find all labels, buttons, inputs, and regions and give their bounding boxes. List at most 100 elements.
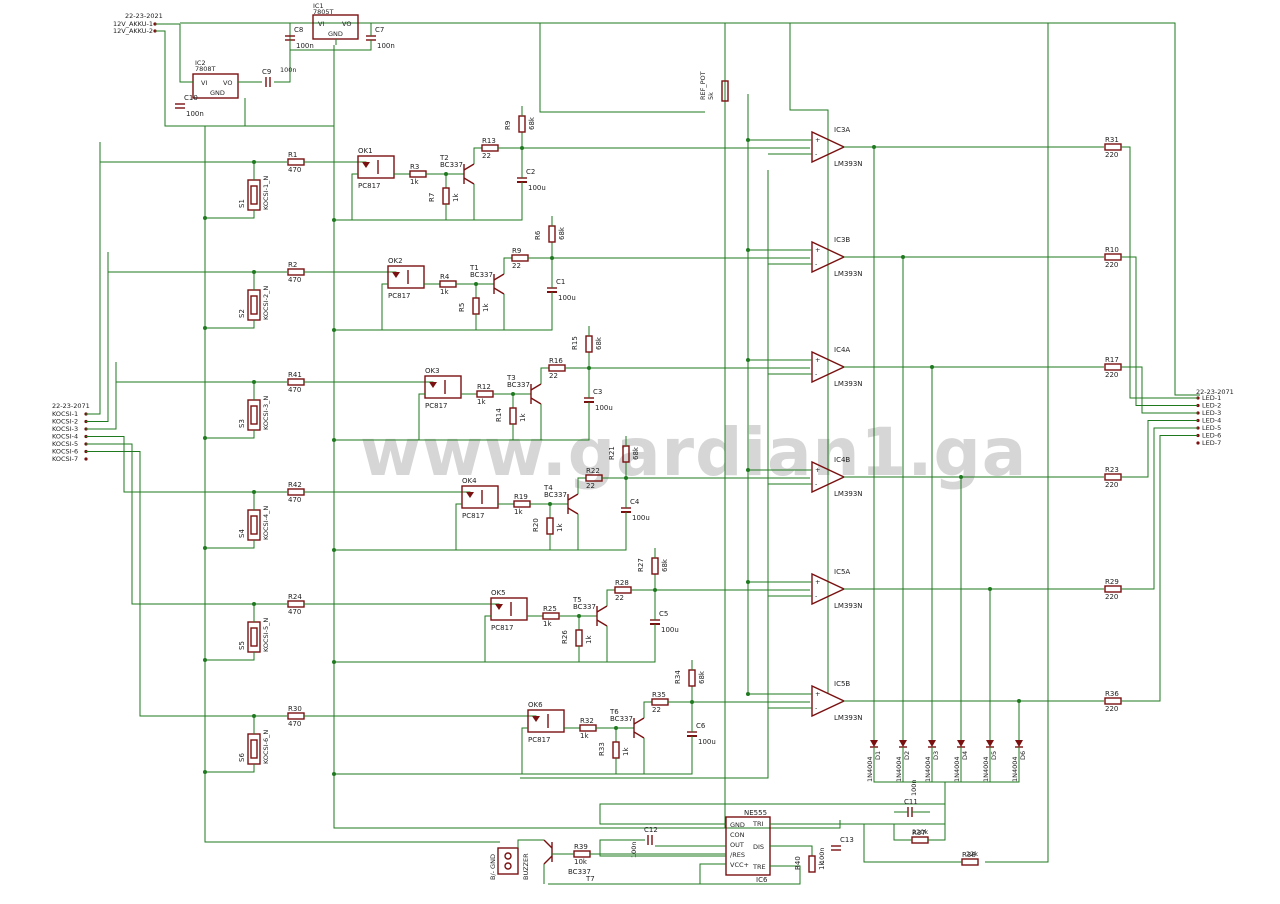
resistor-value: 22	[586, 482, 595, 490]
capacitor-ref: C6	[696, 722, 706, 730]
transistor-collector	[493, 273, 505, 281]
opto-return	[334, 283, 388, 331]
resistor-value: 470	[288, 608, 301, 616]
switch-body	[247, 509, 261, 541]
timer-pin-dis: DIS	[753, 843, 764, 851]
output-resistor	[1104, 363, 1122, 371]
output-connector-pin-label: LED-2	[1202, 402, 1221, 410]
r37-value: 220k	[912, 828, 928, 836]
wire	[928, 824, 946, 841]
diode-ref: D3	[932, 751, 940, 760]
input-connector-pin-label: KOCSI-1	[52, 410, 78, 418]
resistor-value: 470	[288, 720, 301, 728]
output-wire	[1121, 435, 1198, 702]
resistor-ref: R22	[586, 467, 600, 475]
r39-resistor	[573, 850, 591, 858]
optocoupler-ref: OK2	[388, 257, 403, 265]
comparator-plus: +	[815, 136, 820, 144]
diode-ref: D1	[874, 751, 882, 760]
resistor-value: 68k	[661, 558, 669, 572]
input-connector-ref: 22-23-2071	[52, 402, 90, 410]
resistor-ref: R35	[652, 691, 666, 699]
comparator-part: LM393N	[834, 490, 863, 498]
resistor-ref: R24	[288, 593, 302, 601]
c13-value: 100n	[818, 847, 826, 864]
resistor-value: 1k	[556, 523, 564, 532]
wire	[334, 624, 656, 663]
optocoupler-body	[424, 375, 462, 399]
comparator-part: LM393N	[834, 714, 863, 722]
opto-return	[334, 503, 462, 551]
resistor-value: 1k	[477, 398, 486, 406]
input-connector-pin-label: KOCSI-7	[52, 455, 78, 463]
optocoupler-led	[532, 716, 540, 722]
pullup-resistor	[518, 115, 526, 133]
resistor-value: 470	[288, 276, 301, 284]
resistor-value: 220	[1105, 371, 1118, 379]
resistor-ref: R23	[1105, 466, 1119, 474]
top-rail	[180, 22, 1200, 396]
power-connector-pin-2: 12V_AKKU-2	[113, 27, 153, 35]
comparator-minus: -	[815, 150, 818, 158]
wire	[606, 589, 615, 606]
wire	[540, 367, 549, 384]
input-resistor	[287, 158, 305, 166]
collector-resistor	[548, 364, 566, 372]
timer-pin-label: GND	[730, 821, 745, 829]
optocoupler-part: PC817	[388, 292, 410, 300]
input-wire	[86, 443, 133, 584]
comparator-minus: -	[815, 704, 818, 712]
comparator-part: LM393N	[834, 380, 863, 388]
resistor-ref: R32	[580, 717, 594, 725]
resistor-ref: R5	[458, 303, 466, 312]
output-connector-pin-label: LED-4	[1202, 417, 1221, 425]
base-emitter-resistor	[546, 517, 554, 535]
switch-ref: S3	[238, 419, 246, 428]
input-wire	[107, 252, 287, 273]
base-resistor	[409, 170, 427, 178]
resistor-value: 220	[1105, 705, 1118, 713]
junction-dot	[746, 468, 750, 472]
comparator-minus: -	[815, 260, 818, 268]
t7-collector	[543, 839, 553, 849]
timer-vcc	[985, 23, 1049, 863]
resistor-value: 22	[549, 372, 558, 380]
transistor-collector	[633, 717, 645, 725]
buzzer-pin	[504, 852, 512, 860]
comparator-ref: IC5B	[834, 680, 850, 688]
transistor-emitter	[463, 177, 475, 185]
input-wire	[139, 696, 287, 717]
transistor-collector	[596, 605, 608, 613]
collector-resistor	[481, 144, 499, 152]
c11-value: 100n	[910, 779, 918, 796]
comparator-vcc	[789, 23, 829, 694]
output-resistor	[1104, 473, 1122, 481]
transistor-ref: T6	[609, 708, 619, 716]
ref-pot-value: 5k	[707, 92, 715, 100]
resistor-value: 68k	[698, 670, 706, 684]
t7-emitter	[543, 855, 553, 865]
r38-resistor	[961, 858, 979, 866]
wire	[334, 402, 590, 441]
capacitor-ref: C2	[526, 168, 535, 176]
t7-ref: T7	[585, 875, 595, 883]
resistor-ref: R42	[288, 481, 302, 489]
output-wire	[1121, 146, 1198, 399]
switch-body	[247, 289, 261, 321]
optocoupler-body	[387, 265, 425, 289]
wire	[205, 320, 255, 329]
resistor-value: 22	[615, 594, 624, 602]
resistor-ref: R19	[514, 493, 528, 501]
base-resistor	[476, 390, 494, 398]
input-wire	[99, 142, 287, 163]
wire	[205, 210, 255, 219]
capacitor-value: 100n	[186, 110, 204, 118]
c12-value: 100n	[630, 841, 638, 858]
comparator-body	[811, 460, 846, 494]
wire	[517, 839, 544, 848]
resistor-value: 22	[512, 262, 521, 270]
resistor-value: 10k	[574, 858, 588, 866]
capacitor-ref: C7	[375, 26, 384, 34]
diode-part: 1N4004	[895, 756, 903, 782]
resistor-ref: R20	[532, 518, 540, 532]
